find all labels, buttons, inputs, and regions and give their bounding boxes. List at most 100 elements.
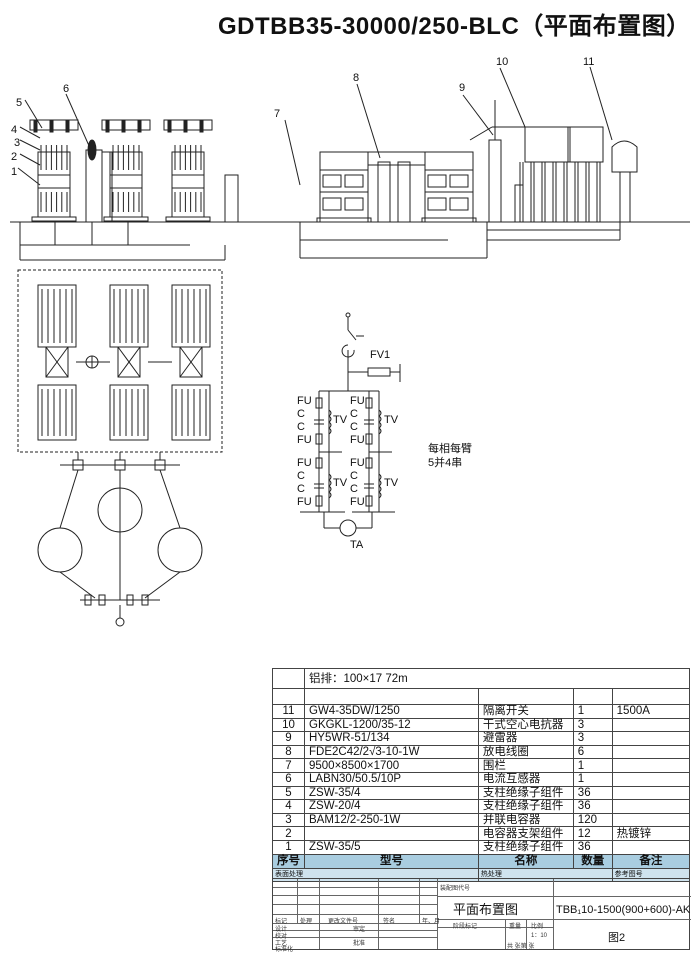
capacitor-bank [37, 384, 77, 441]
cell-no: 6 [272, 771, 305, 787]
leader-line [19, 139, 41, 151]
tb-assembly-no: 装配图代号 [440, 886, 471, 892]
tv-coil [378, 409, 382, 435]
cell-model: HY5WR-51/134 [304, 731, 479, 746]
cell-note [611, 799, 691, 814]
callout-7: 7 [274, 108, 280, 120]
discharge-coil [397, 161, 411, 223]
tb-stage: 阶段标记 [453, 924, 478, 930]
cell-model: ZSW-35/4 [304, 785, 479, 801]
cell-name: 围栏 [477, 758, 574, 773]
cell-qty: 36 [572, 799, 613, 814]
cell-qty: 3 [572, 717, 613, 733]
callout-6: 6 [63, 83, 69, 95]
capacitor-rack [109, 151, 143, 218]
post [101, 151, 113, 223]
cell-note [611, 717, 691, 733]
c-label: C [297, 408, 305, 420]
tb-standard: 标准化 [275, 947, 294, 953]
line [179, 346, 203, 378]
fuse [365, 433, 373, 445]
line [59, 469, 79, 529]
tb-drawing-name: 平面布置图 [453, 902, 519, 917]
tb-scale-label: 比例 [531, 924, 544, 930]
capacitor [427, 197, 447, 211]
cell-model: ZSW-35/5 [304, 839, 479, 855]
transformer-bushing [87, 139, 97, 161]
base [31, 216, 77, 222]
cell-model [304, 826, 479, 841]
capacitor [322, 197, 342, 211]
support [45, 346, 69, 378]
cell-model: LABN30/50.5/10P [304, 771, 479, 787]
cell-no: 4 [272, 799, 305, 814]
post [514, 184, 524, 223]
cell-name: 放电线圈 [477, 744, 574, 760]
cell-no: 9 [272, 731, 305, 746]
base [421, 217, 477, 223]
leader-line [19, 126, 41, 139]
capacitor-bank [109, 384, 149, 441]
fu-label: FU [350, 496, 365, 508]
tb-approve: 批准 [353, 941, 366, 947]
line [144, 571, 181, 599]
capacitor [449, 197, 469, 211]
tb-date: 年、月 [422, 919, 441, 925]
callout-1: 1 [11, 166, 17, 178]
capacitor [322, 174, 342, 188]
note-line2: 5并4串 [428, 455, 462, 469]
tv-coil [328, 409, 332, 435]
cell-name: 隔离开关 [477, 704, 574, 719]
header-name: 名称 [477, 853, 574, 869]
fu-label: FU [297, 395, 312, 407]
tb-sheets: 共 张第 张 [507, 944, 535, 950]
insulator-frame [29, 119, 79, 131]
line [117, 346, 141, 378]
cell-qty: 120 [572, 812, 613, 828]
insulator [167, 119, 172, 133]
fu-label: FU [297, 457, 312, 469]
ta-label: TA [350, 539, 364, 551]
disconnect-switch [611, 140, 638, 173]
callout-5: 5 [16, 97, 22, 109]
tv-label: TV [333, 414, 348, 426]
header-model: 型号 [304, 853, 479, 869]
cell-qty: 6 [572, 744, 613, 760]
capacitor-bank [171, 384, 211, 441]
support [117, 346, 141, 378]
schematic-labels: FV1 FU C C FU FU C C FU FU C C FU FU C C… [297, 349, 472, 551]
fu-label: FU [297, 434, 312, 446]
cell-no: 10 [272, 717, 305, 733]
base [316, 217, 372, 223]
fu-label: FU [297, 496, 312, 508]
callout-11: 11 [583, 56, 594, 68]
drawing-canvas: 5 4 3 2 1 6 7 8 9 10 11 FV1 FU C C FU FU… [10, 56, 690, 627]
leader-line [17, 167, 41, 186]
cell-name: 避雷器 [477, 731, 574, 746]
fuse [365, 495, 373, 507]
cell-name: 支柱绝缘子组件 [477, 785, 574, 801]
title-block: 标记 处理 更改文件号 签名 年、月 设计 校对 工艺 标准化 审定 批准 装配… [272, 878, 691, 953]
cell-name: 电流互感器 [477, 771, 574, 787]
cell-no: 3 [272, 812, 305, 828]
insulator [49, 119, 54, 133]
switch-insulator [84, 594, 92, 606]
cell-model: BAM12/2-250-1W [304, 812, 479, 828]
leader-line [19, 153, 41, 166]
insulator [121, 119, 126, 133]
capacitor-bank [171, 284, 211, 348]
callout-9: 9 [459, 82, 465, 94]
tb-review: 审定 [353, 927, 366, 933]
leader-line [589, 66, 613, 141]
tv-label: TV [333, 477, 348, 489]
line [45, 346, 69, 378]
leader-line [65, 93, 91, 149]
cell-model: FDE2C42/2√3-10-1W [304, 744, 479, 760]
c-label: C [350, 408, 358, 420]
callout-10: 10 [496, 56, 508, 68]
